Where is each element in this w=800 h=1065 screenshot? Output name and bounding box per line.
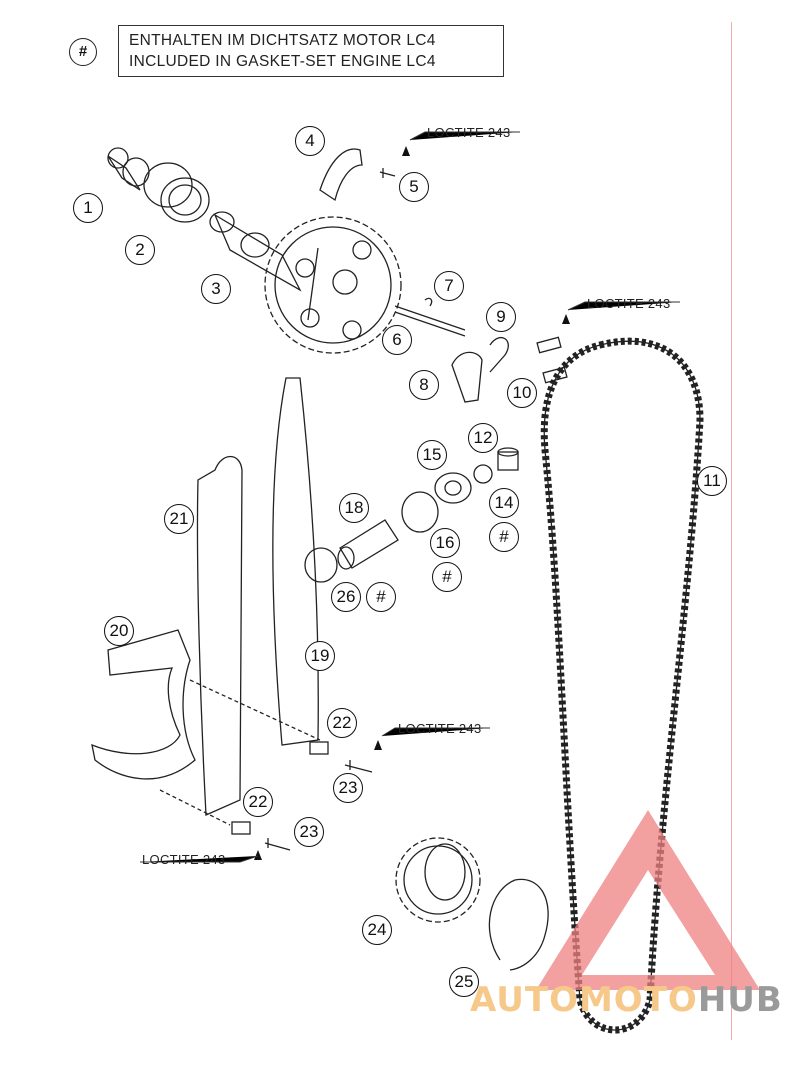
watermark-text-sub: HUB (697, 980, 783, 1020)
callout-23-lower: 23 (294, 817, 324, 847)
watermark-triangle (536, 810, 760, 990)
callout-26: 26 (331, 582, 361, 612)
gasket-set-symbol: # (69, 38, 97, 66)
bearing-sleeve-part (143, 162, 210, 223)
watermark-text-main: AUTOMOTO (470, 980, 698, 1020)
bolt-23-upper-part (344, 760, 373, 773)
seal-ring-16-part (401, 491, 439, 533)
callout-11: 11 (697, 466, 727, 496)
callout-18: 18 (339, 493, 369, 523)
bolt-22-upper-part (309, 741, 329, 755)
callout-15: 15 (417, 440, 447, 470)
tensioner-piston-part (337, 519, 399, 570)
page-margin-line (731, 22, 732, 1040)
camshaft-sprocket-part (264, 216, 402, 354)
snap-ring-25-part (488, 878, 549, 971)
callout-6: 6 (382, 325, 412, 355)
loctite-label-bottom: LOCTITE 243 (142, 852, 226, 867)
oring-26-part (304, 547, 338, 583)
loctite-label-top: LOCTITE 243 (427, 125, 511, 140)
callout-7: 7 (434, 271, 464, 301)
decompression-lever-part (451, 351, 483, 403)
tensioner-head-part (434, 472, 472, 504)
callout-25: 25 (449, 967, 479, 997)
callout-12: 12 (468, 423, 498, 453)
crankshaft-sprocket-part (395, 837, 481, 923)
callout-16: 16 (430, 528, 460, 558)
watermark-logo: AUTOMOTOHUB (470, 980, 783, 1020)
screw-plug-12-part (497, 447, 519, 471)
callout-hash-26: # (366, 582, 396, 612)
callout-3: 3 (201, 274, 231, 304)
screw-5-part (379, 168, 396, 178)
callout-9: 9 (486, 302, 516, 332)
callout-5: 5 (399, 172, 429, 202)
callout-2: 2 (125, 235, 155, 265)
callout-8: 8 (409, 370, 439, 400)
callout-10: 10 (507, 378, 537, 408)
decompression-shaft-part (394, 305, 466, 337)
callout-24: 24 (362, 915, 392, 945)
callout-20: 20 (104, 616, 134, 646)
callout-21: 21 (164, 504, 194, 534)
legend-line-english: INCLUDED IN GASKET-SET ENGINE LC4 (129, 53, 436, 70)
callout-22-lower: 22 (243, 787, 273, 817)
callout-hash-14: # (489, 522, 519, 552)
callout-4: 4 (295, 126, 325, 156)
loctite-label-right: LOCTITE 243 (587, 296, 671, 311)
guide-bracket-part (91, 629, 196, 780)
callout-hash-16: # (432, 562, 462, 592)
callout-1: 1 (73, 193, 103, 223)
guide-rail-part (196, 455, 243, 816)
loctite-label-middle: LOCTITE 243 (398, 721, 482, 736)
callout-23-upper: 23 (333, 773, 363, 803)
needle-bearing-part (107, 147, 150, 191)
callout-14: 14 (489, 488, 519, 518)
callout-22-upper: 22 (327, 708, 357, 738)
spring-9-part (489, 336, 509, 373)
camshaft-part (209, 211, 302, 292)
loctite-drops (254, 146, 570, 860)
legend-line-german: ENTHALTEN IM DICHTSATZ MOTOR LC4 (129, 32, 436, 49)
screws-10-part (536, 336, 568, 384)
callout-19: 19 (305, 641, 335, 671)
legend-box: ENTHALTEN IM DICHTSATZ MOTOR LC4 INCLUDE… (118, 25, 504, 77)
retaining-plate-part (319, 148, 363, 202)
circlip-7-part (424, 297, 433, 307)
tensioning-rail-part (272, 377, 319, 746)
oring-14-part (473, 464, 493, 484)
bolt-23-lower-part (264, 838, 291, 851)
bolt-22-lower-part (231, 821, 251, 835)
